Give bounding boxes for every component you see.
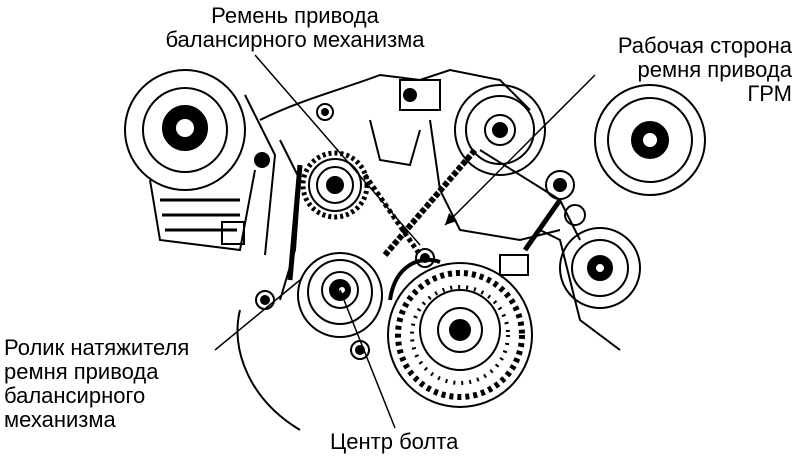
alternator xyxy=(124,69,277,256)
bolts xyxy=(255,103,435,360)
leader-timing-belt xyxy=(444,74,596,226)
tensioner-roller xyxy=(297,252,383,338)
timing-belt xyxy=(382,148,563,301)
label-bolt-center: Центр болта xyxy=(330,429,459,454)
label-balancer-belt: Ремень привода балансирного механизма xyxy=(165,3,425,52)
leader-tensioner xyxy=(214,279,301,351)
crankshaft-sprocket xyxy=(387,262,533,408)
arrowhead-timing-belt xyxy=(445,213,457,225)
engine-block-outline xyxy=(236,68,581,431)
balancer-sprocket xyxy=(300,150,370,220)
label-timing-belt-working-side: Рабочая сторона ремня привода ГРМ xyxy=(617,33,792,106)
balancer-belt xyxy=(287,164,423,281)
leader-lines xyxy=(214,54,596,429)
leader-bolt-center xyxy=(339,289,396,429)
idler-pulley-top xyxy=(454,84,546,176)
label-tensioner-roller: Ролик натяжителя ремня привода балансирн… xyxy=(4,335,190,432)
leader-balancer-belt xyxy=(254,54,421,246)
right-pulleys xyxy=(499,84,706,351)
